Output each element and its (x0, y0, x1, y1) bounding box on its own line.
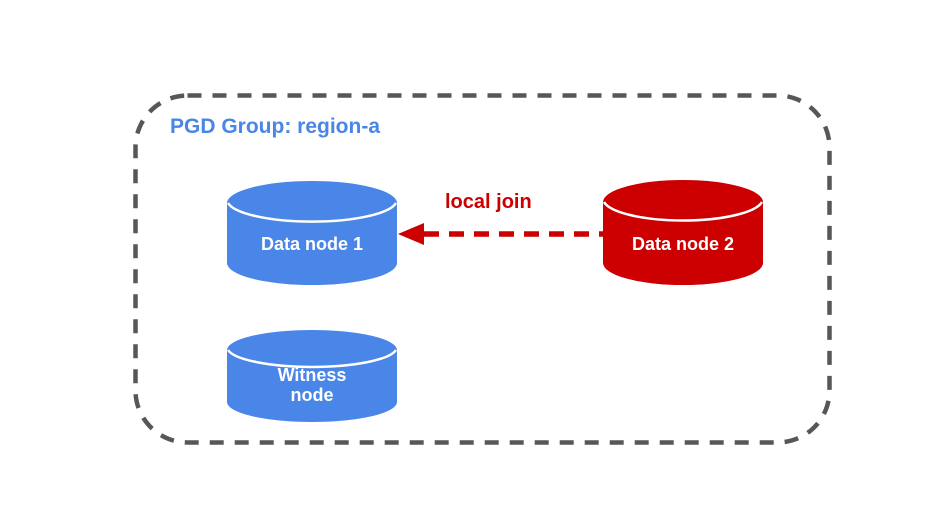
cylinder-body (603, 180, 763, 285)
data-node-2-cylinder (603, 180, 763, 285)
cylinder-body (227, 330, 397, 422)
data-node-1: Data node 1 (227, 181, 397, 285)
pgd-group-title: PGD Group: region-a (170, 115, 380, 138)
data-node-2: Data node 2 (603, 180, 763, 285)
local-join-label: local join (445, 191, 532, 213)
cylinder-body (227, 181, 397, 285)
local-join-arrow (398, 223, 603, 245)
witness-node-label: Witness node (277, 365, 347, 405)
cylinder-highlight (603, 201, 763, 222)
witness-node-cylinder (227, 330, 397, 422)
cylinder-highlight (227, 349, 397, 369)
witness-node: Witness node (227, 330, 397, 422)
data-node-1-cylinder (227, 181, 397, 285)
arrow-head (398, 223, 424, 245)
cylinder-highlight (227, 202, 397, 223)
data-node-1-label: Data node 1 (260, 234, 364, 254)
data-node-2-label: Data node 2 (631, 233, 735, 254)
